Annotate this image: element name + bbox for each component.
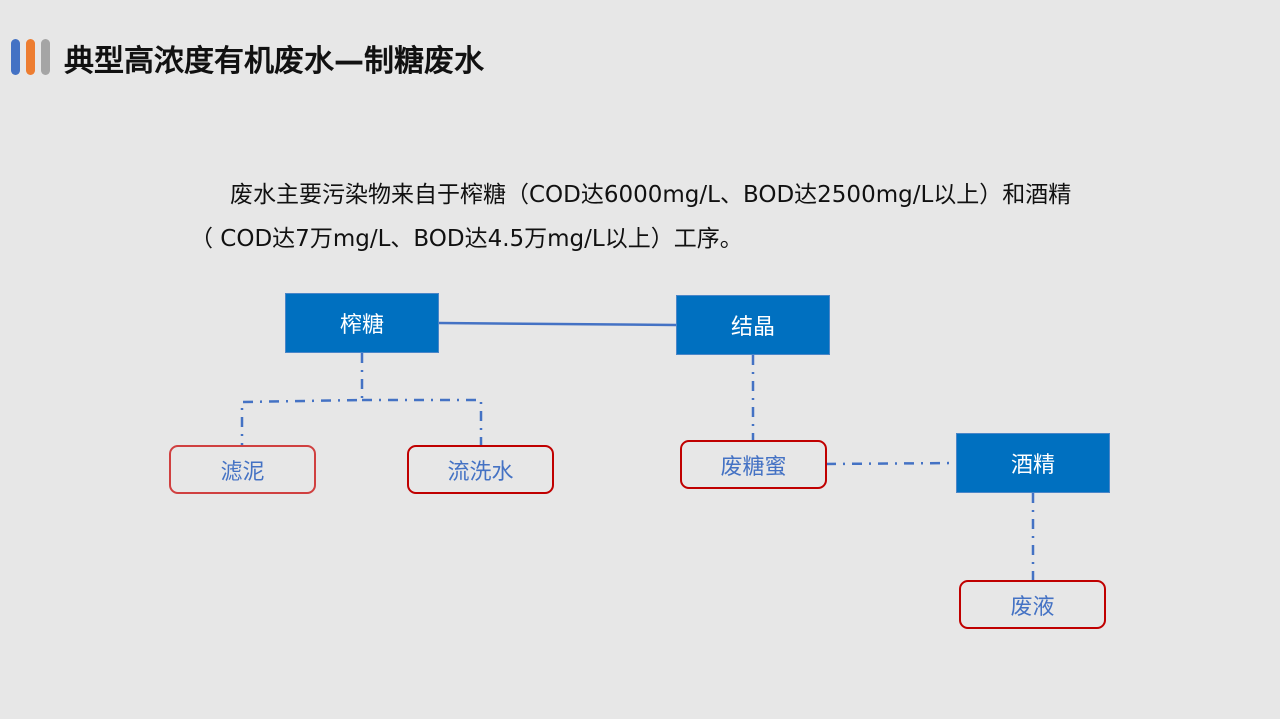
slide-title: 典型高浓度有机废水—制糖废水	[64, 44, 484, 79]
connector-press-rinse	[362, 398, 483, 445]
node-alcohol: 酒精	[956, 433, 1110, 493]
connector-press-crystal	[438, 321, 677, 327]
description-line-1: 废水主要污染物来自于榨糖（COD达6000mg/L、BOD达2500mg/L以上…	[230, 182, 1072, 208]
accent-bar-blue	[11, 39, 20, 75]
node-rinse-water: 流洗水	[407, 445, 554, 494]
accent-bar-gray	[41, 39, 50, 75]
connector-molasses-alcohol	[825, 461, 957, 466]
accent-bar-orange	[26, 39, 35, 75]
node-crystallize: 结晶	[676, 295, 830, 355]
node-filter-sludge: 滤泥	[169, 445, 316, 494]
title-accent-bars	[11, 39, 51, 75]
description-line-2: （ COD达7万mg/L、BOD达4.5万mg/L以上）工序。	[190, 226, 743, 252]
connector-press-byproducts	[240, 353, 364, 445]
node-waste-molasses: 废糖蜜	[680, 440, 827, 489]
node-press-sugar: 榨糖	[285, 293, 439, 353]
node-waste-liquid: 废液	[959, 580, 1106, 629]
